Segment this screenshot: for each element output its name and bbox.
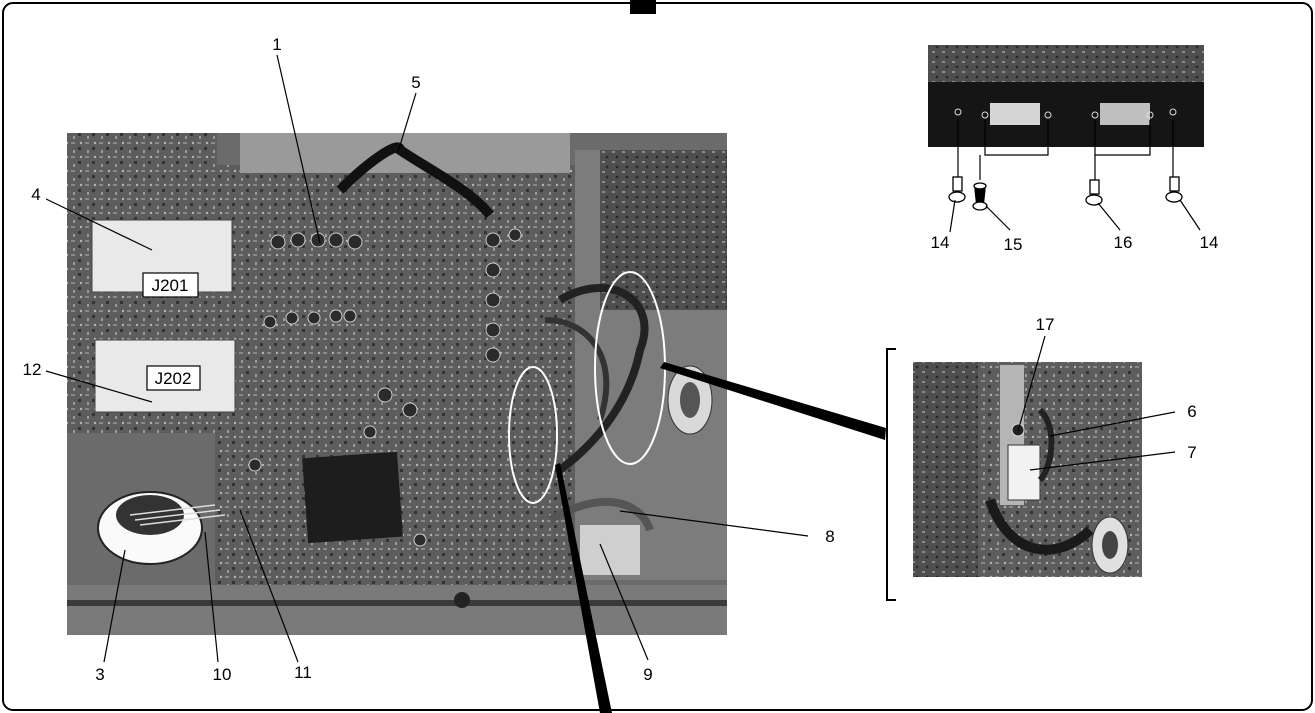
svg-text:J202: J202 [155,369,192,388]
screw-icons [948,176,1183,211]
ferrite-core [97,491,226,565]
screw-leaders [957,117,1174,180]
pointer-to-inset [660,362,886,440]
inset-leaders [1017,335,1176,471]
main-leaders [45,54,809,663]
callout-9: 9 [643,665,652,684]
callout-6: 6 [1187,402,1196,421]
callout-7: 7 [1187,443,1196,462]
main-ic [302,451,403,544]
screw-photo [928,45,1204,147]
connector-label-j201: J201 [142,272,199,298]
screw-icon-16 [1085,179,1103,206]
inset-bracket [886,348,896,601]
callout-16: 16 [1114,233,1133,252]
screw-icon-14a [948,176,966,203]
callout-15: 15 [1004,235,1023,254]
callout-8: 8 [825,527,834,546]
callout-11: 11 [294,663,312,682]
callout-12: 12 [23,360,42,379]
callout-17: 17 [1036,315,1055,334]
callout-4: 4 [31,185,40,204]
highlight-ellipse-small [508,366,558,504]
pointer-to-bottom [555,463,612,713]
callout-10: 10 [213,665,232,684]
callout-14-left: 14 [931,233,950,252]
svg-text:J201: J201 [152,276,189,295]
capacitors [248,228,522,547]
callout-3: 3 [95,665,104,684]
connector-label-j202: J202 [146,365,201,391]
screw-callout-leaders [949,199,1201,233]
inset-photo [913,362,1142,577]
screw-icon-14b [1165,176,1183,203]
top-notch [630,0,656,14]
callout-1: 1 [272,35,281,54]
wire-bundle-top [336,142,494,219]
screw-icon-15 [972,182,988,211]
chassis-rail [67,585,727,635]
callout-14-right: 14 [1200,233,1219,252]
callout-5: 5 [411,73,420,92]
